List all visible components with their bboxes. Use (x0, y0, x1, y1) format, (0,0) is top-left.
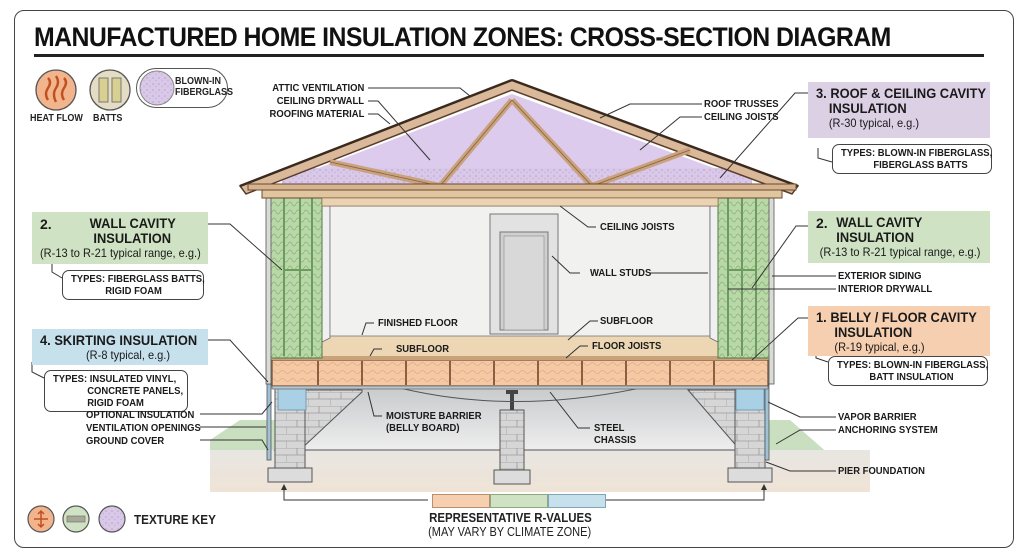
label-interior-drywall: INTERIOR DRYWALL (838, 283, 933, 295)
legend-blown-line1: BLOWN-IN (175, 76, 221, 87)
label-ceiling-joists: CEILING JOISTS (600, 221, 675, 233)
zone-roof-rvalue: (R-30 typical, e.g.) (828, 116, 920, 130)
rvalue-swatch-belly (432, 494, 490, 508)
zone-skirting-types: TYPES: INSULATED VINYL, CONCRETE PANELS,… (44, 370, 188, 412)
legend-batts-label: BATTS (93, 113, 123, 124)
label-ventilation-openings: VENTILATION OPENINGS (86, 422, 201, 434)
zone-skirting-callout: 4. SKIRTING INSULATION (R-8 typical, e.g… (32, 329, 208, 365)
zone-belly-title-line2: INSULATION (834, 324, 913, 340)
blown-in-fiberglass-icon (98, 505, 126, 533)
page-title: MANUFACTURED HOME INSULATION ZONES: CROS… (34, 22, 891, 52)
label-ground-cover: GROUND COVER (86, 435, 165, 447)
zone-roof-ceiling-callout: 3. ROOF & CEILING CAVITY INSULATION (R-3… (808, 82, 990, 138)
label-finished-floor: FINISHED FLOOR (378, 317, 458, 329)
rvalue-title: REPRESENTATIVE R-VALUES (428, 510, 592, 525)
label-attic-ventilation: ATTIC VENTILATION (271, 82, 364, 94)
label-floor-joists: FLOOR JOISTS (592, 340, 662, 352)
label-anchoring-system: ANCHORING SYSTEM (838, 424, 938, 436)
zone-roof-types: TYPES: BLOWN-IN FIBERGLASS, FIBERGLASS B… (832, 144, 992, 174)
legend-heat-flow-label: HEAT FLOW (30, 113, 83, 124)
zone-wall-right-callout: 2. WALL CAVITY INSULATION (R-13 to R-21 … (808, 211, 990, 263)
zone-skirting-title: 4. SKIRTING INSULATION (40, 332, 198, 348)
rvalue-swatch-skirting (548, 494, 606, 508)
zone-wall-right-rvalue: (R-13 to R-21 typical range, e.g.) (819, 245, 981, 259)
zone-belly-types: TYPES: BLOWN-IN FIBERGLASS, BATT INSULAT… (828, 356, 988, 386)
label-roof-trusses: ROOF TRUSSES (704, 98, 779, 110)
rvalue-color-bar (432, 494, 606, 508)
blown-in-legend-pill (136, 68, 228, 108)
zone-wall-left-number: 2. (40, 216, 52, 232)
label-ceiling-drywall: CEILING DRYWALL (276, 95, 364, 107)
label-steel-chassis: STEEL CHASSIS (594, 422, 637, 446)
zone-wall-left-rvalue: (R-13 to R-21 typical range, e.g.) (40, 246, 201, 260)
zone-belly-floor-callout: 1. BELLY / FLOOR CAVITY INSULATION (R-19… (808, 306, 990, 356)
legend-blown-line2: FIBERGLASS (175, 87, 234, 98)
batts-icon (89, 69, 131, 111)
zone-belly-title-line1: 1. BELLY / FLOOR CAVITY (816, 309, 977, 325)
label-roofing-material: ROOFING MATERIAL (269, 108, 364, 120)
zone-wall-left-types: TYPES: FIBERGLASS BATTS, RIGID FOAM (62, 270, 205, 300)
label-optional-insulation: OPTIONAL INSULATION (86, 409, 195, 421)
zone-wall-left-title-line1: WALL CAVITY (89, 215, 176, 231)
zone-roof-title-line2: INSULATION (828, 100, 907, 116)
batts-icon (62, 505, 90, 533)
zone-skirting-rvalue: (R-8 typical, e.g.) (86, 348, 171, 362)
label-moisture-barrier: MOISTURE BARRIER (BELLY BOARD) (386, 410, 482, 434)
label-vapor-barrier: VAPOR BARRIER (838, 411, 917, 423)
zone-wall-left-callout: 2. WALL CAVITY INSULATION (R-13 to R-21 … (32, 212, 208, 264)
heat-flow-icon (35, 69, 77, 111)
label-pier-foundation: PIER FOUNDATION (838, 465, 925, 477)
zone-wall-right-number: 2. (816, 215, 828, 231)
zone-wall-right-title-line1: WALL CAVITY (836, 214, 923, 230)
zone-belly-rvalue: (R-19 typical, e.g.) (834, 340, 925, 354)
label-subfloor-right: SUBFLOOR (600, 315, 654, 327)
label-ceiling-joists-top: CEILING JOISTS (704, 111, 779, 123)
zone-wall-right-title-line2: INSULATION (836, 229, 914, 245)
texture-key-label: TEXTURE KEY (134, 512, 216, 527)
label-exterior-siding: EXTERIOR SIDING (838, 270, 922, 282)
zone-roof-title-line1: 3. ROOF & CEILING CAVITY (816, 85, 987, 101)
label-wall-studs: WALL STUDS (590, 267, 652, 279)
diagram-frame (14, 10, 1014, 548)
heat-flow-icon (27, 505, 55, 533)
blown-in-fiberglass-icon (139, 70, 175, 106)
rvalue-swatch-wall (490, 494, 548, 508)
rvalue-subtitle: (MAY VARY BY CLIMATE ZONE) (428, 525, 592, 539)
zone-wall-left-title-line2: INSULATION (93, 230, 172, 246)
title-underline (34, 54, 984, 57)
label-subfloor-left: SUBFLOOR (396, 343, 450, 355)
